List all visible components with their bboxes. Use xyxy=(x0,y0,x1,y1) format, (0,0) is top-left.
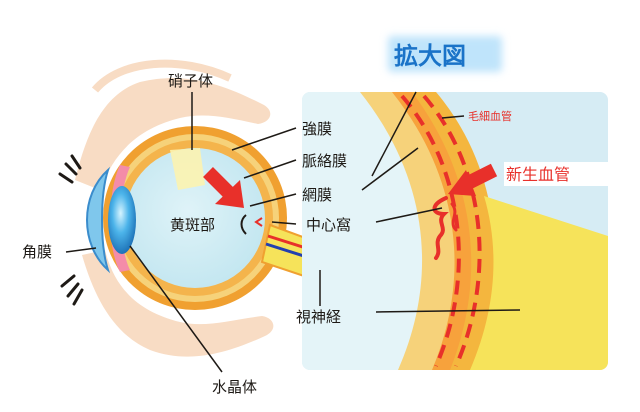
leader-fovea-inset xyxy=(375,207,443,223)
leader-capillary xyxy=(441,115,465,119)
leader-cornea xyxy=(65,247,97,253)
capillary-vessel-1 xyxy=(400,94,461,367)
leader-choroid-inset xyxy=(371,91,417,177)
leader-lines xyxy=(65,91,521,373)
new-vessels-shape xyxy=(432,196,449,260)
leader-retina-inset xyxy=(361,147,419,191)
eye-cross-section xyxy=(58,59,354,357)
label-optic-nerve: 視神経 xyxy=(296,308,341,326)
label-sclera: 強膜 xyxy=(302,120,332,138)
leader-sclera xyxy=(231,127,297,151)
inset-vitreous xyxy=(302,92,425,370)
label-retina: 網膜 xyxy=(302,186,332,204)
fovea-mark xyxy=(254,217,263,227)
leader-fovea xyxy=(271,221,297,225)
new-vessels-arrow xyxy=(448,163,498,196)
eyelid-fold xyxy=(91,59,232,93)
upper-eyelid xyxy=(75,78,271,190)
label-new-vessels: 新生血管 xyxy=(506,165,570,184)
label-choroid: 脈絡膜 xyxy=(302,152,347,170)
inset-optic-nerve xyxy=(470,196,608,370)
label-cornea: 角膜 xyxy=(22,243,52,261)
leader-retina xyxy=(249,193,297,207)
enlarged-view-panel xyxy=(302,92,608,370)
label-fovea: 中心窩 xyxy=(306,216,351,234)
title-glow xyxy=(388,36,502,72)
inset-sclera-layer xyxy=(412,92,496,370)
lens-shape xyxy=(108,186,136,254)
leader-choroid xyxy=(243,159,297,179)
macula-arrow xyxy=(203,167,244,208)
eyelashes xyxy=(58,154,84,306)
label-lens: 水晶体 xyxy=(212,378,257,396)
macula-bracket xyxy=(240,214,247,235)
enlarged-view-title: 拡大図 xyxy=(394,42,466,70)
leader-lens xyxy=(129,245,223,373)
new-vessels-shape-2 xyxy=(450,202,458,232)
lower-eyelid xyxy=(82,250,274,357)
leader-optic-nerve-inset xyxy=(375,309,521,313)
new-vessels-label-bg xyxy=(504,162,608,186)
label-capillary: 毛細血管 xyxy=(468,109,512,123)
vitreous-highlight xyxy=(170,148,205,190)
vitreous-body xyxy=(125,148,265,288)
label-macula: 黄斑部 xyxy=(170,216,215,234)
label-vitreous: 硝子体 xyxy=(168,72,213,90)
capillary-vessel-2 xyxy=(422,94,482,367)
cornea-shape xyxy=(86,166,111,274)
